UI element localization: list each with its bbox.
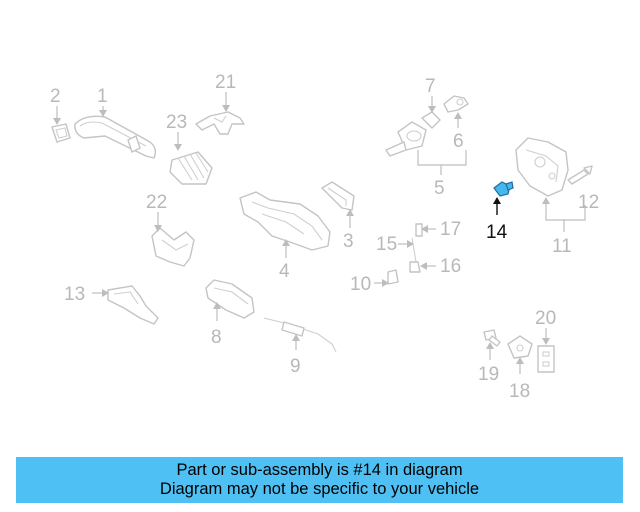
part-2-handle-cap	[51, 123, 71, 143]
callout-10: 10	[350, 274, 371, 295]
part-17-rod-clip	[415, 223, 423, 237]
callout-20: 20	[535, 308, 556, 329]
part-5-lock-cylinder	[385, 121, 427, 157]
part-1-outside-handle	[74, 115, 157, 159]
callout-13: 13	[64, 284, 85, 305]
part-23-rubber-boot	[169, 151, 213, 185]
part-6-key	[443, 95, 469, 113]
part-11-door-latch	[515, 137, 569, 197]
part-14-latch-screw	[493, 181, 514, 197]
part-8-handle-bezel	[205, 279, 255, 319]
part-16-clip	[409, 261, 421, 273]
callout-12: 12	[578, 192, 599, 213]
part-9-cable	[263, 317, 337, 353]
callout-16: 16	[440, 256, 461, 277]
banner-line-1: Part or sub-assembly is #14 in diagram	[176, 461, 463, 479]
callout-15: 15	[376, 234, 397, 255]
part-4-lock-assembly	[239, 191, 331, 251]
callout-19: 19	[478, 364, 499, 385]
callout-9: 9	[290, 356, 301, 377]
part-7-cylinder-retainer	[421, 111, 441, 129]
part-3-inside-handle	[321, 181, 355, 211]
callout-18: 18	[509, 381, 530, 402]
part-10-clip	[387, 269, 399, 285]
callout-4: 4	[279, 261, 290, 282]
part-13-bracket	[107, 285, 159, 325]
callout-8: 8	[211, 327, 222, 348]
callout-5: 5	[434, 178, 445, 199]
callout-21: 21	[215, 72, 236, 93]
info-banner: Part or sub-assembly is #14 in diagram D…	[16, 457, 623, 503]
callout-14: 14	[486, 222, 508, 243]
callout-22: 22	[146, 192, 167, 213]
callout-11: 11	[552, 236, 572, 257]
callout-23: 23	[166, 112, 187, 133]
callout-6: 6	[453, 131, 464, 152]
callout-7: 7	[425, 76, 436, 97]
part-22-bracket	[151, 227, 195, 267]
callout-1: 1	[97, 86, 108, 107]
callout-17: 17	[440, 219, 461, 240]
part-12-screw	[567, 165, 593, 185]
part-18-striker	[507, 335, 533, 359]
part-20-plate	[537, 345, 555, 373]
part-19-bolt	[483, 329, 501, 347]
parts-diagram: 2 1 21 23 22 4 3	[50, 72, 599, 402]
part-21-bracket	[195, 111, 245, 135]
banner-line-2: Diagram may not be specific to your vehi…	[159, 480, 480, 498]
callout-3: 3	[343, 231, 354, 252]
callout-2: 2	[50, 86, 61, 107]
